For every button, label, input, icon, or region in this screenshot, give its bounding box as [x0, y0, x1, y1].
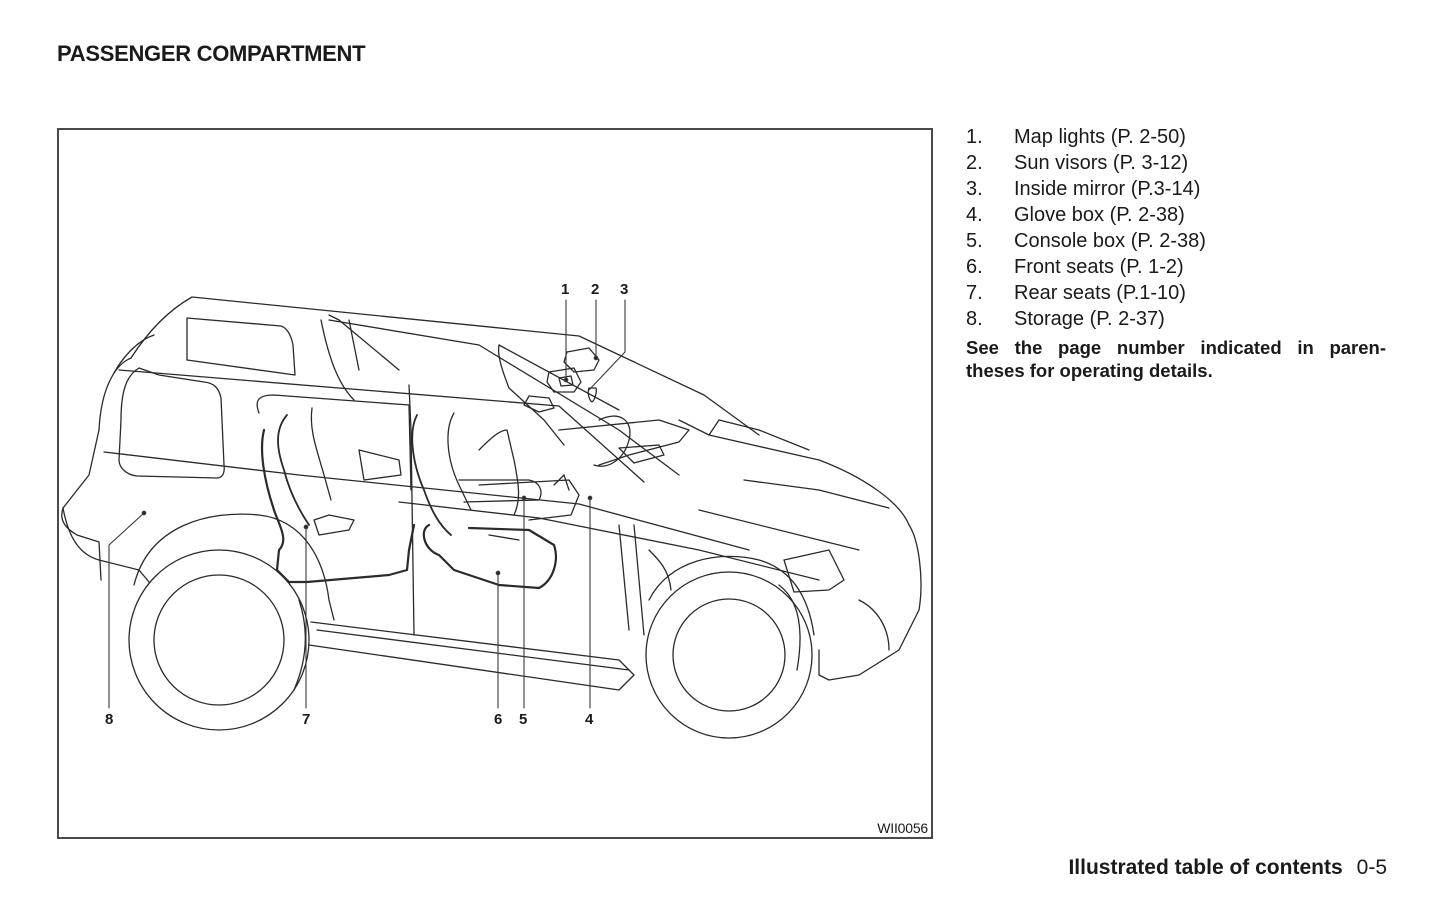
legend-item: 8. Storage (P. 2-37) [966, 306, 1386, 332]
legend-item: 3. Inside mirror (P.3-14) [966, 176, 1386, 202]
legend-num: 1. [966, 126, 983, 148]
beltline [103, 451, 750, 551]
b-pillar [408, 384, 415, 636]
roof-line [130, 296, 760, 436]
rear-tire [128, 549, 310, 731]
legend-text: Console box (P. 2-38) [1014, 230, 1206, 252]
console [478, 479, 580, 521]
legend-text: Front seats (P. 1-2) [1014, 256, 1184, 278]
figure-frame: 1 2 3 4 5 6 7 8 WII0056 [57, 128, 933, 839]
legend-item: 4. Glove box (P. 2-38) [966, 202, 1386, 228]
legend-item: 6. Front seats (P. 1-2) [966, 254, 1386, 280]
figure-code: WII0056 [877, 820, 928, 836]
headlight [783, 549, 845, 593]
rear-wheel-arch [133, 513, 335, 621]
page-number: 0-5 [1356, 856, 1387, 879]
legend-num: 4. [966, 204, 983, 226]
callout-5: 5 [519, 711, 528, 728]
windshield [328, 319, 680, 476]
beltline-2 [398, 501, 820, 581]
legend-text: Storage (P. 2-37) [1014, 308, 1165, 330]
legend-num: 2. [966, 152, 983, 174]
a-pillar [320, 319, 355, 401]
rear-bumper-lower [62, 507, 150, 583]
legend-text: Sun visors (P. 3-12) [1014, 152, 1189, 174]
front-seat-cushion [422, 523, 557, 590]
steering-wheel [593, 415, 631, 467]
callout-7: 7 [302, 711, 311, 728]
front-tire [645, 571, 813, 739]
legend-num: 7. [966, 282, 983, 304]
callout-1: 1 [561, 281, 570, 298]
rear-side-window [186, 317, 296, 376]
windshield-frame [497, 344, 565, 446]
legend-num: 6. [966, 256, 983, 278]
footer-section-label: Illustrated table of contents [1068, 856, 1343, 879]
legend-item: 2. Sun visors (P. 3-12) [966, 150, 1386, 176]
rear-seat [260, 428, 416, 584]
hood [678, 419, 910, 526]
page-footer: Illustrated table of contents 0-5 [1068, 856, 1387, 880]
rear-window [118, 367, 225, 479]
dashboard [558, 419, 690, 466]
legend-item: 1. Map lights (P. 2-50) [966, 124, 1386, 150]
callout-leaders [108, 299, 626, 709]
front-wheel-arch [648, 555, 815, 636]
rear-seat-back [277, 414, 310, 526]
callout-2: 2 [591, 281, 600, 298]
inside-mirror [587, 387, 597, 403]
legend-item: 5. Console box (P. 2-38) [966, 228, 1386, 254]
front-bumper [828, 524, 922, 681]
rear-bumper [61, 429, 102, 581]
sun-visor [563, 347, 600, 373]
legend-num: 5. [966, 230, 983, 252]
rear-hatch [118, 369, 645, 483]
map-light [546, 367, 582, 393]
legend-item: 7. Rear seats (P.1-10) [966, 280, 1386, 306]
callout-8: 8 [105, 711, 114, 728]
rear-body [98, 357, 132, 431]
callout-4: 4 [585, 711, 594, 728]
legend-text: Inside mirror (P.3-14) [1014, 178, 1201, 200]
front-rim [672, 598, 786, 712]
legend-list: 1. Map lights (P. 2-50) 2. Sun visors (P… [966, 124, 1386, 382]
vehicle-interior-illustration [61, 296, 922, 739]
legend-num: 3. [966, 178, 983, 200]
legend-num: 8. [966, 308, 983, 330]
legend-text: Glove box (P. 2-38) [1014, 204, 1185, 226]
rocker [308, 621, 635, 691]
front-seat-back [411, 414, 452, 536]
rear-door-frame [256, 394, 412, 491]
legend-note: See the page number indicated in paren- … [966, 337, 1386, 381]
section-title: PASSENGER COMPARTMENT [57, 41, 366, 66]
callout-6: 6 [494, 711, 503, 728]
callout-3: 3 [620, 281, 629, 298]
rear-rim [153, 574, 285, 706]
legend-text: Rear seats (P.1-10) [1014, 282, 1186, 304]
legend-text: Map lights (P. 2-50) [1014, 126, 1186, 148]
